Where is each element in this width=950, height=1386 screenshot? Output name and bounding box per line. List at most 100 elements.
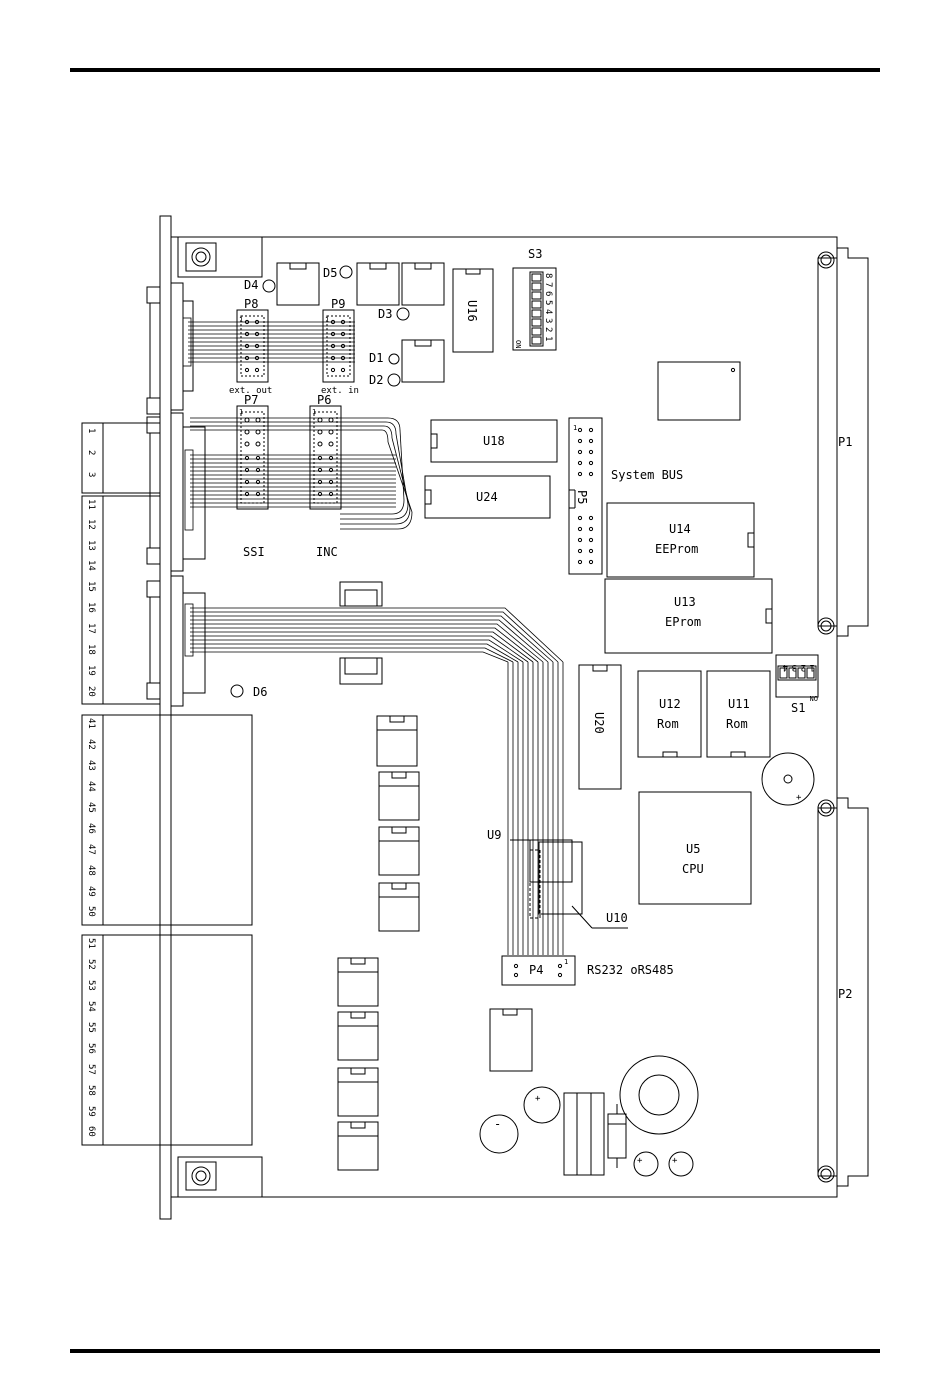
backplane-connector-p2 xyxy=(817,797,869,1187)
ic-u13 xyxy=(604,578,773,654)
terminal-45: 45 xyxy=(86,802,96,813)
ic-small-dip xyxy=(489,1008,533,1072)
ic-u5-cpu xyxy=(638,791,752,905)
terminal-46: 46 xyxy=(86,823,96,834)
terminal-blocks xyxy=(81,422,253,1146)
p5-label: P5 xyxy=(575,490,589,504)
diode xyxy=(607,1104,627,1168)
s1-num-4: 4 xyxy=(783,662,788,672)
u9-label: U9 xyxy=(487,828,501,842)
terminal-16: 16 xyxy=(86,602,96,613)
s3-num-3: 3 xyxy=(543,318,553,323)
p1-label: P1 xyxy=(838,435,852,449)
rs232-label: RS232 oRS485 xyxy=(587,963,674,977)
top-rule xyxy=(70,68,880,72)
s3-num-1: 1 xyxy=(543,336,553,341)
terminal-labels-a: 1 2 3 xyxy=(86,428,96,477)
s1-numbers: 4 3 2 1 xyxy=(783,662,815,672)
u12-label: U12 xyxy=(659,697,681,711)
terminal-2: 2 xyxy=(86,450,96,455)
s3-num-2: 2 xyxy=(543,327,553,332)
s1-num-3: 3 xyxy=(792,662,797,672)
terminal-19: 19 xyxy=(86,665,96,676)
dip-switch-s1 xyxy=(775,654,819,698)
p8-label: P8 xyxy=(244,297,258,311)
s3-num-7: 7 xyxy=(543,282,553,287)
p2-label: P2 xyxy=(838,987,852,1001)
ext-out-label: ext. out xyxy=(229,386,272,396)
top-relays xyxy=(276,262,445,383)
ic-u14 xyxy=(606,502,755,578)
terminal-56: 56 xyxy=(86,1043,96,1054)
ic-u20 xyxy=(578,664,622,790)
inc-label: INC xyxy=(316,545,338,559)
u13-sub-label: EProm xyxy=(665,615,701,629)
cap-plus-3: + xyxy=(672,1156,678,1166)
led-d6-label: D6 xyxy=(253,685,267,699)
ribbon-cable-bottom xyxy=(184,603,564,955)
terminal-53: 53 xyxy=(86,980,96,991)
header-p5 xyxy=(568,417,603,575)
led-d3-label: D3 xyxy=(378,307,392,321)
header-p6 xyxy=(309,405,342,510)
p7-label: P7 xyxy=(244,393,258,407)
p5-pin1: 1 xyxy=(573,424,577,432)
p7-pin1: 1 xyxy=(239,408,243,416)
s3-num-4: 4 xyxy=(543,309,553,314)
u16-label: U16 xyxy=(465,300,479,322)
terminal-49: 49 xyxy=(86,886,96,897)
u14-sub-label: EEProm xyxy=(655,542,698,556)
terminal-17: 17 xyxy=(86,623,96,634)
u5-sub-label: CPU xyxy=(682,862,704,876)
p9-pin1: 1 xyxy=(325,316,329,324)
terminal-1: 1 xyxy=(86,428,96,433)
buzzer xyxy=(761,752,815,806)
front-panel xyxy=(159,215,172,1220)
s3-num-5: 5 xyxy=(543,300,553,305)
ic-u12 xyxy=(637,670,702,758)
s1-num-2: 2 xyxy=(801,662,806,672)
dip-switch-s3 xyxy=(512,267,557,351)
terminal-60: 60 xyxy=(86,1126,96,1137)
u10-label: U10 xyxy=(606,911,628,925)
terminal-51: 51 xyxy=(86,938,96,949)
header-p4 xyxy=(501,955,576,986)
terminal-47: 47 xyxy=(86,844,96,855)
subd-connectors xyxy=(146,282,206,707)
ic-u18 xyxy=(430,419,558,463)
s3-label: S3 xyxy=(528,247,542,261)
terminal-42: 42 xyxy=(86,739,96,750)
led-d2-label: D2 xyxy=(369,373,383,387)
ic-u24 xyxy=(424,475,551,519)
u12-rom-label: Rom xyxy=(657,717,679,731)
inductor-toroid xyxy=(619,1055,699,1135)
led-d4-label: D4 xyxy=(244,278,258,292)
ribbon-cable-top xyxy=(182,317,355,367)
regulator xyxy=(563,1092,605,1176)
terminal-labels-d: 51 52 53 54 55 56 57 58 59 60 xyxy=(86,938,96,1137)
buzzer-plus: + xyxy=(796,793,802,803)
u20-label: U20 xyxy=(592,712,606,734)
leds xyxy=(230,265,410,698)
terminal-44: 44 xyxy=(86,781,96,792)
terminal-52: 52 xyxy=(86,959,96,970)
ic-u11 xyxy=(706,670,771,758)
ic-u16 xyxy=(452,268,494,353)
led-d5-label: D5 xyxy=(323,266,337,280)
u14-label: U14 xyxy=(669,522,691,536)
terminal-13: 13 xyxy=(86,540,96,551)
s3-numbers: 8 7 6 5 4 3 2 1 xyxy=(543,273,553,341)
u18-label: U18 xyxy=(483,434,505,448)
cap-plus-2: + xyxy=(637,1156,643,1166)
terminal-54: 54 xyxy=(86,1001,96,1012)
terminal-48: 48 xyxy=(86,865,96,876)
u24-label: U24 xyxy=(476,490,498,504)
header-p7 xyxy=(236,405,269,510)
p4-label: P4 xyxy=(529,963,543,977)
terminal-18: 18 xyxy=(86,644,96,655)
ext-in-label: ext. in xyxy=(321,386,359,396)
s1-on-label: ON xyxy=(810,694,818,702)
system-bus-label: System BUS xyxy=(611,468,683,482)
terminal-20: 20 xyxy=(86,686,96,697)
